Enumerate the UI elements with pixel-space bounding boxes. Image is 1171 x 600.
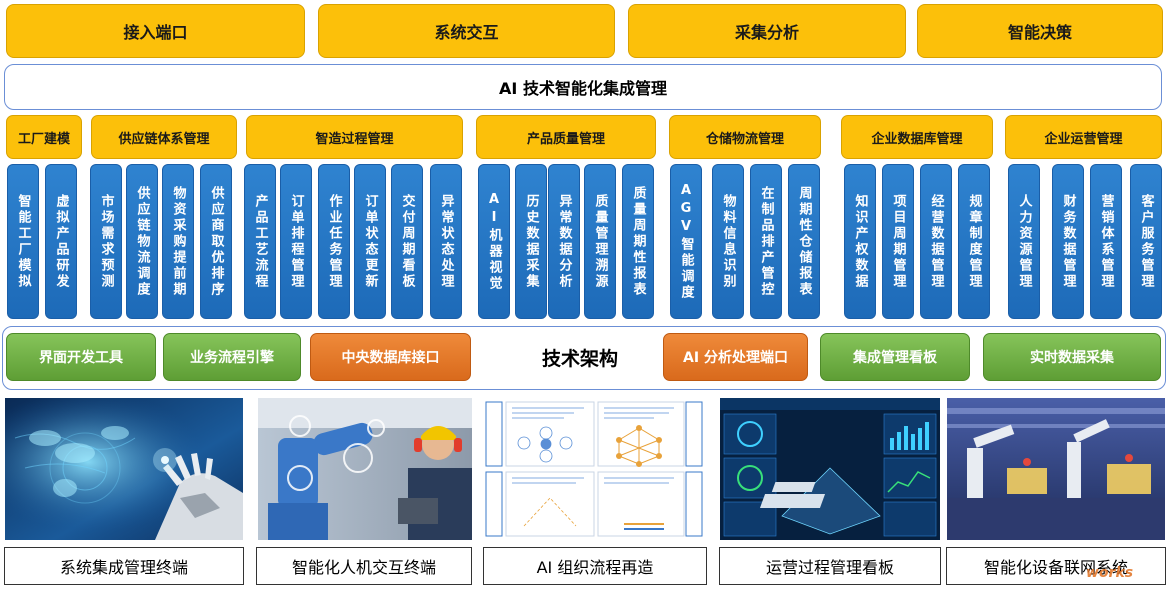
item-box: 财务数据管理 bbox=[1052, 164, 1084, 319]
photo-operations-dashboard bbox=[720, 398, 940, 540]
item-box: 异常数据分析 bbox=[548, 164, 580, 319]
category-quality: 产品质量管理 bbox=[476, 115, 656, 159]
tier-collection-analysis: 采集分析 bbox=[628, 4, 906, 58]
item-box: 供应商取优排序 bbox=[200, 164, 232, 319]
item-box: 虚拟产品研发 bbox=[45, 164, 77, 319]
item-box: 异常状态处理 bbox=[430, 164, 462, 319]
item-box: 智能工厂模拟 bbox=[7, 164, 39, 319]
tech-central-database: 中央数据库接口 bbox=[310, 333, 471, 381]
item-box: 作业任务管理 bbox=[318, 164, 350, 319]
item-box: 周期性仓储报表 bbox=[788, 164, 820, 319]
caption-device-network-system: 智能化设备联网系统 bbox=[946, 547, 1166, 585]
item-box: 订单排程管理 bbox=[280, 164, 312, 319]
item-box: 质量管理溯源 bbox=[584, 164, 616, 319]
tech-integration-dashboard: 集成管理看板 bbox=[820, 333, 970, 381]
tech-architecture-title: 技术架构 bbox=[541, 347, 618, 370]
item-box: 客户服务管理 bbox=[1130, 164, 1162, 319]
photo-hmi-terminal bbox=[258, 398, 472, 540]
item-box: AI机器视觉 bbox=[478, 164, 510, 319]
ai-integration-bar: AI 技术智能化集成管理 bbox=[4, 64, 1162, 110]
tech-ai-analysis-port: AI 分析处理端口 bbox=[663, 333, 808, 381]
category-supply-chain: 供应链体系管理 bbox=[91, 115, 237, 159]
watermark-logo: works bbox=[1086, 565, 1134, 581]
item-box: 经营数据管理 bbox=[920, 164, 952, 319]
caption-system-integration-terminal: 系统集成管理终端 bbox=[4, 547, 244, 585]
item-box: 人力资源管理 bbox=[1008, 164, 1040, 319]
tier-system-interaction: 系统交互 bbox=[318, 4, 615, 58]
item-box: 营销体系管理 bbox=[1090, 164, 1122, 319]
category-enterprise-operation: 企业运营管理 bbox=[1005, 115, 1162, 159]
tech-ui-dev-tools: 界面开发工具 bbox=[6, 333, 156, 381]
photo-device-network-system bbox=[947, 398, 1165, 540]
category-factory-modeling: 工厂建模 bbox=[6, 115, 82, 159]
item-box: 市场需求预测 bbox=[90, 164, 122, 319]
tech-realtime-collection: 实时数据采集 bbox=[983, 333, 1161, 381]
item-box: 订单状态更新 bbox=[354, 164, 386, 319]
category-enterprise-database: 企业数据库管理 bbox=[841, 115, 993, 159]
category-warehouse-logistics: 仓储物流管理 bbox=[669, 115, 821, 159]
item-box: 历史数据采集 bbox=[515, 164, 547, 319]
tier-intelligent-decision: 智能决策 bbox=[917, 4, 1163, 58]
category-manufacturing-process: 智造过程管理 bbox=[246, 115, 463, 159]
item-box: 规章制度管理 bbox=[958, 164, 990, 319]
item-box: 交付周期看板 bbox=[391, 164, 423, 319]
item-box: 项目周期管理 bbox=[882, 164, 914, 319]
item-box: 供应链物流调度 bbox=[126, 164, 158, 319]
item-box: AGV智能调度 bbox=[670, 164, 702, 319]
tech-workflow-engine: 业务流程引擎 bbox=[163, 333, 301, 381]
item-box: 知识产权数据 bbox=[844, 164, 876, 319]
item-box: 物资采购提前期 bbox=[162, 164, 194, 319]
item-box: 产品工艺流程 bbox=[244, 164, 276, 319]
tier-access-port: 接入端口 bbox=[6, 4, 305, 58]
item-box: 在制品排产管控 bbox=[750, 164, 782, 319]
photo-ai-process-reengineering bbox=[484, 398, 706, 540]
item-box: 物料信息识别 bbox=[712, 164, 744, 319]
caption-hmi-terminal: 智能化人机交互终端 bbox=[256, 547, 472, 585]
item-box: 质量周期性报表 bbox=[622, 164, 654, 319]
caption-operations-dashboard: 运营过程管理看板 bbox=[719, 547, 941, 585]
photo-system-integration-terminal bbox=[5, 398, 243, 540]
caption-ai-process-reengineering: AI 组织流程再造 bbox=[483, 547, 707, 585]
